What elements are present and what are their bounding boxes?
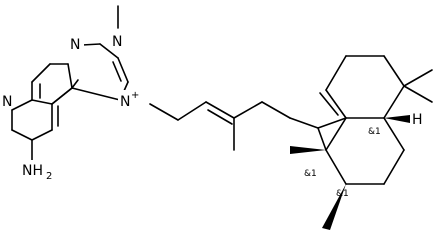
bond	[112, 61, 122, 82]
bond	[117, 57, 129, 83]
bond	[51, 87, 73, 105]
bond	[71, 79, 79, 89]
atom-n-cation: N	[120, 94, 130, 110]
bond-layer	[11, 5, 433, 230]
bond	[325, 89, 347, 119]
bond	[383, 117, 405, 151]
bond	[383, 55, 405, 87]
atom-amine-subscript: 2	[46, 171, 52, 182]
bond	[383, 85, 405, 119]
bond	[403, 69, 433, 87]
bond	[99, 43, 119, 59]
atom-hydrogen: H	[412, 112, 423, 128]
bond	[325, 149, 347, 185]
bond	[31, 63, 51, 83]
bond	[67, 63, 73, 89]
bond	[11, 99, 33, 111]
stereo-label-methine: &1	[336, 189, 349, 199]
bond	[317, 117, 347, 129]
charge-plus: +	[131, 90, 139, 101]
bond	[325, 55, 347, 91]
atom-n-methyl: N	[112, 34, 122, 50]
bond	[81, 43, 101, 46]
bond	[71, 87, 121, 101]
bond	[383, 149, 405, 185]
atom-n-purine-top: N	[70, 37, 80, 53]
bond	[317, 127, 327, 151]
bond	[289, 117, 319, 129]
bond	[403, 85, 433, 103]
bond	[31, 129, 53, 141]
bond	[149, 103, 179, 121]
bond	[205, 101, 235, 119]
atom-label-layer: N N N N + NH 2 H &1 &1 &1	[0, 30, 423, 199]
bond	[31, 99, 53, 105]
wedge-bond	[384, 115, 410, 123]
bond	[325, 117, 347, 151]
bond	[261, 101, 291, 119]
stereo-label-ring-fusion: &1	[368, 127, 381, 137]
bond	[177, 101, 207, 121]
atom-amine-n: NH	[22, 163, 43, 179]
bond	[233, 101, 263, 119]
bond	[11, 129, 33, 141]
stereo-label-quaternary: &1	[304, 169, 317, 179]
wedge-bond	[322, 184, 346, 230]
bond	[319, 92, 339, 116]
atom-n-purine-left: N	[2, 94, 12, 110]
wedge-bond	[290, 146, 326, 154]
bond	[207, 109, 233, 125]
